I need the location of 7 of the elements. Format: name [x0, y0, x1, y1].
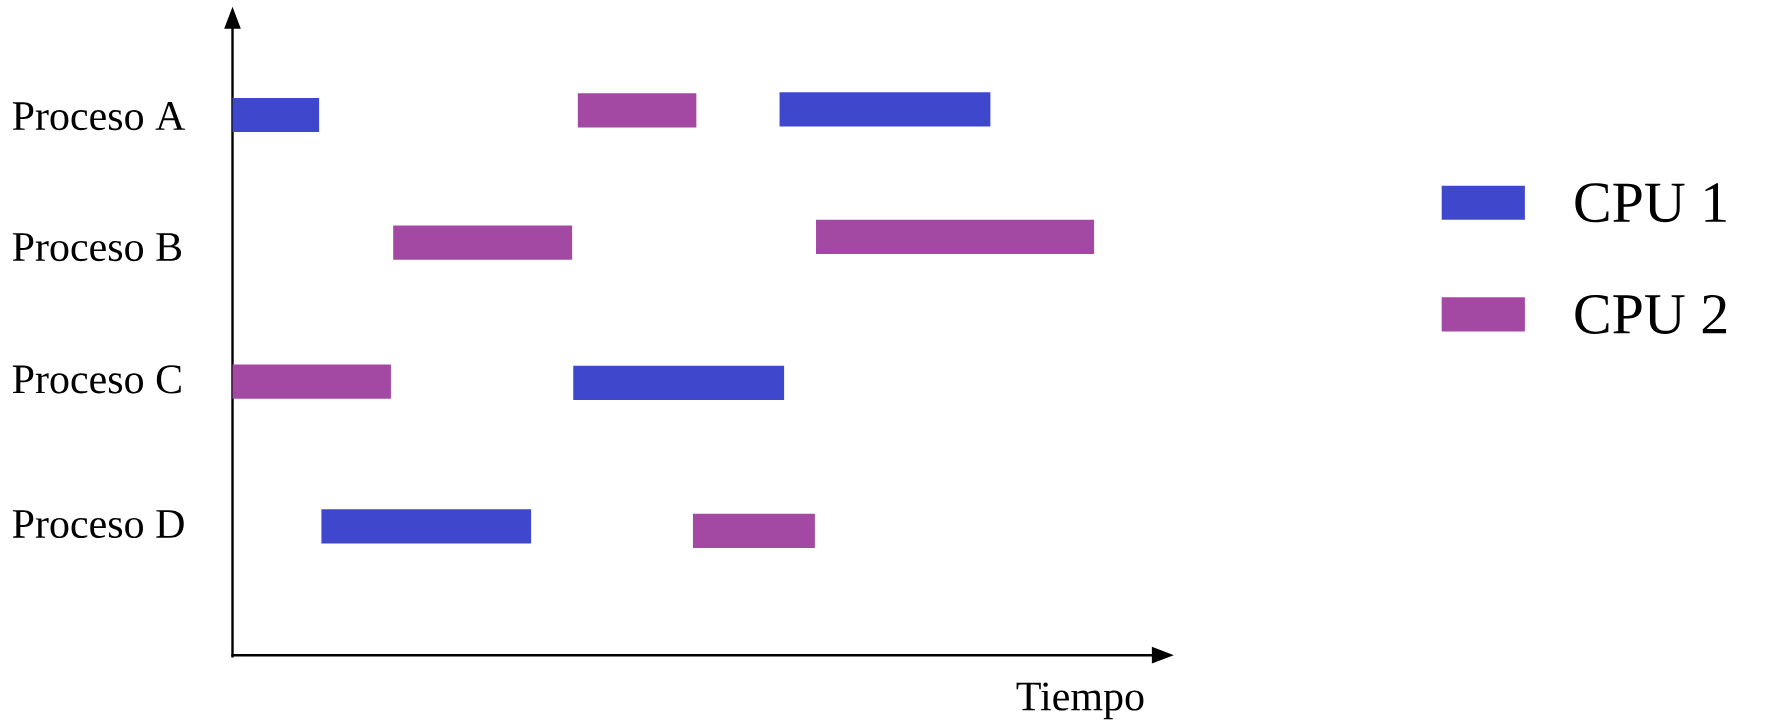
- legend-label: CPU 1: [1575, 183, 1726, 223]
- row-label: Proceso B: [12, 233, 182, 262]
- axis-label: Tiempo: [1016, 682, 1144, 720]
- row-label: Proceso A: [12, 102, 186, 131]
- row-label: Proceso D: [12, 510, 184, 539]
- legend-label: CPU 2: [1575, 294, 1727, 334]
- row-label: Proceso C: [12, 365, 181, 394]
